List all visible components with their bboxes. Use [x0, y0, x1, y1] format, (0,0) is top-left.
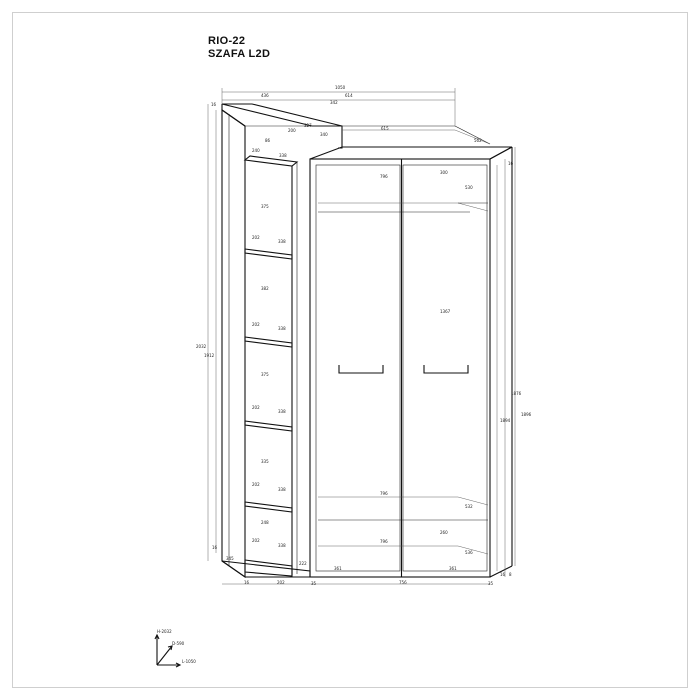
label-top-right: 614: [345, 93, 353, 98]
label-top-left: 436: [261, 93, 269, 98]
wardrobe-top: [309, 146, 513, 160]
top-panel-right: [312, 125, 343, 149]
label-corner-86: 86: [265, 138, 271, 143]
label-base-35-b: 35: [488, 581, 494, 586]
label-base-35-a: 35: [311, 581, 317, 586]
dimension-labels: 1050 436 614 342 327 200 340 615 562 16 …: [196, 85, 532, 586]
label-door-depth: 615: [381, 126, 389, 131]
label-base-756: 756: [399, 580, 407, 585]
label-bottom-361-b: 361: [449, 566, 457, 571]
label-rail-depth: 530: [465, 185, 473, 190]
label-base-16: 16: [244, 580, 250, 585]
label-shelf-202-d: 202: [252, 482, 260, 487]
label-drawer-260: 260: [440, 530, 448, 535]
label-inner-height: 1367: [440, 309, 451, 314]
label-shelf-340: 340: [320, 132, 328, 137]
label-right-1876: 1876: [511, 391, 522, 396]
label-shelf-327: 327: [304, 123, 312, 128]
label-shelf-240: 240: [252, 148, 260, 153]
inner-bottom-shelf: [318, 545, 489, 555]
label-base-202: 202: [277, 580, 285, 585]
label-gap-382: 382: [261, 286, 269, 291]
label-shelf-202-c: 202: [252, 405, 260, 410]
label-side-top: 342: [330, 100, 338, 105]
inner-low-shelf: [318, 496, 489, 506]
label-inner-shelf-532: 532: [465, 504, 473, 509]
drawing-sheet: [12, 12, 688, 688]
label-gap-248: 248: [261, 520, 269, 525]
label-inner-shelf-796: 796: [380, 491, 388, 496]
label-top-16: 16: [211, 102, 217, 107]
label-overall-width: 1050: [335, 85, 346, 90]
label-drawer-796: 796: [380, 539, 388, 544]
label-right-bottom-16: 16: [500, 572, 506, 577]
label-right-1894: 1894: [500, 418, 511, 423]
label-shelf-top-300: 300: [440, 170, 448, 175]
axis-height-label: H-2032: [157, 629, 172, 634]
product-code: RIO-22: [208, 35, 246, 47]
shelf-4: [244, 420, 293, 432]
left-shelf-unit: [221, 103, 343, 579]
wardrobe-frame: [309, 158, 491, 578]
label-shelf-202-e: 202: [252, 538, 260, 543]
wardrobe-body: [309, 125, 513, 578]
axis-length-arrow: [175, 662, 182, 668]
label-shelf-338-e: 338: [278, 487, 286, 492]
label-right-top-16: 16: [508, 161, 514, 166]
label-height-inner: 1912: [204, 353, 215, 358]
shelf-6: [244, 559, 293, 577]
label-wardrobe-depth: 562: [474, 138, 482, 143]
door-left: [315, 164, 401, 572]
axis-depth-arrow: [167, 645, 173, 651]
handle-left: [338, 365, 384, 374]
shelf-3: [244, 336, 293, 348]
label-shelf-202-a: 202: [252, 235, 260, 240]
axis-depth-label: D-590: [172, 641, 185, 646]
label-bottom-345: 345: [226, 556, 234, 561]
label-bottom-222: 222: [299, 561, 307, 566]
label-gap-335: 335: [261, 459, 269, 464]
shelf-1: [243, 155, 299, 167]
door-right: [402, 164, 488, 572]
label-shelf-338-f: 338: [278, 543, 286, 548]
label-right-bottom-8: 8: [509, 572, 512, 577]
label-drawer-536: 536: [465, 550, 473, 555]
axis-length-label: L-1050: [182, 659, 196, 664]
label-height-outer: 2032: [196, 344, 207, 349]
label-gap-375-a: 375: [261, 204, 269, 209]
label-rail-width: 796: [380, 174, 388, 179]
label-shelf-338-c: 338: [278, 326, 286, 331]
dim-562: [454, 129, 491, 145]
wardrobe-top-back-edge: [454, 125, 491, 145]
label-shelf-338-a: 338: [279, 153, 287, 158]
wardrobe-base-edge: [489, 565, 513, 578]
product-name: SZAFA L2D: [208, 48, 271, 60]
label-shelf-338-b: 338: [278, 239, 286, 244]
label-shelf-338-d: 338: [278, 409, 286, 414]
handle-right: [423, 365, 469, 374]
label-right-1896: 1896: [521, 412, 532, 417]
label-shelf-202-b: 202: [252, 322, 260, 327]
axis-height-arrow: [154, 633, 160, 640]
wardrobe-top-right-edge: [489, 146, 513, 160]
axis-legend: H-2032 D-590 L-1050: [154, 629, 196, 668]
label-gap-375-b: 375: [261, 372, 269, 377]
label-bottom-16: 16: [212, 545, 218, 550]
shelf-5: [244, 501, 293, 513]
axis-depth-line: [156, 645, 173, 666]
label-shelf-200: 200: [288, 128, 296, 133]
dimension-lines: [207, 88, 516, 585]
side-panel: [221, 108, 246, 579]
label-bottom-361-a: 361: [334, 566, 342, 571]
shelf-2: [244, 248, 293, 260]
